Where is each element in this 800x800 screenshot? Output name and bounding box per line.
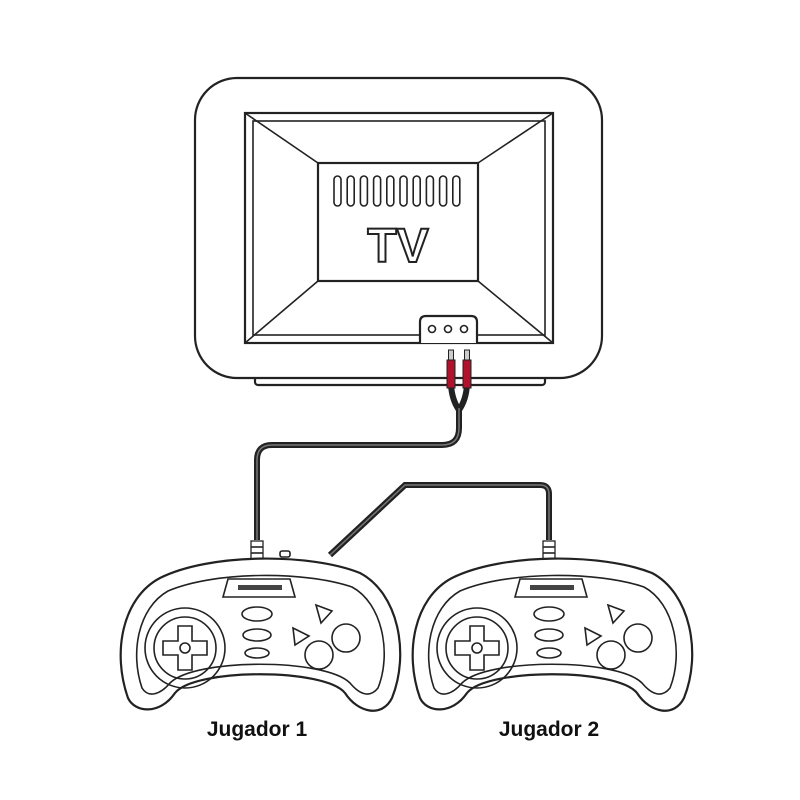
tv-screen: [243, 111, 555, 345]
vent-slot: [333, 175, 342, 207]
vent-slot: [438, 175, 448, 207]
vent-slot: [372, 175, 382, 207]
tv-vent-slots: [333, 175, 461, 207]
av-port-panel: [418, 314, 479, 343]
controller-link-cable: [327, 482, 552, 558]
tv-bezel-lines: [244, 112, 554, 344]
vent-slot: [385, 175, 395, 207]
rca-plug-left: [446, 359, 456, 389]
player-2-label: Jugador 2: [499, 718, 599, 741]
tv-label: TV: [367, 220, 428, 273]
rca-plug-right: [462, 359, 472, 389]
vent-slot: [359, 175, 369, 207]
vent-slot: [412, 175, 422, 207]
tv-inner-panel: [316, 161, 480, 283]
tv: TV: [193, 76, 604, 387]
av-cable: [254, 349, 472, 540]
vent-slot: [425, 175, 435, 207]
player-1-label: Jugador 1: [207, 718, 308, 741]
controller-player-2: [411, 539, 694, 712]
vent-slot: [399, 175, 408, 207]
controller-player-1: [119, 539, 402, 712]
vent-slot: [346, 175, 356, 207]
vent-slot: [451, 175, 461, 207]
